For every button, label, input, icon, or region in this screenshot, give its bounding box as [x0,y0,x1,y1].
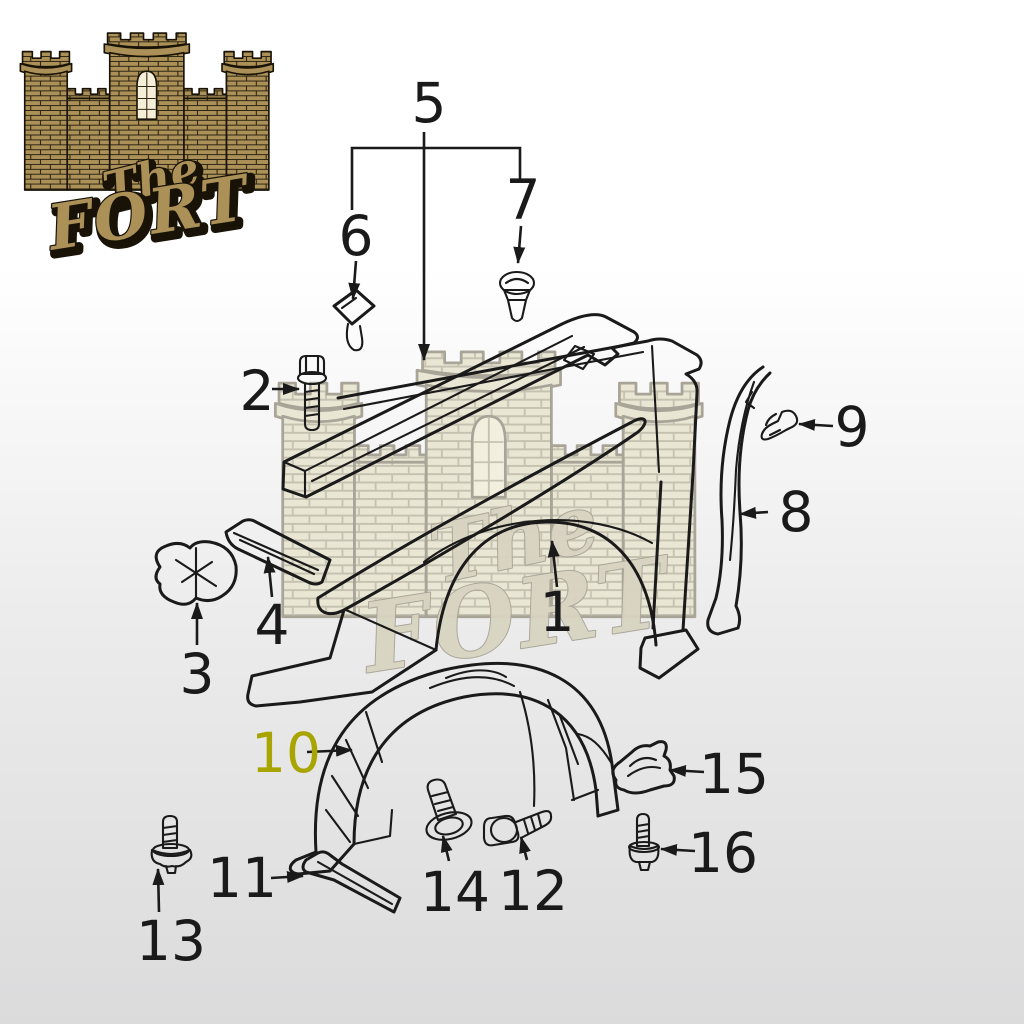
callout-16-arrow [660,843,696,856]
callout-7-label: 7 [506,168,541,232]
brand-logo-castle [19,32,275,191]
callout-6: 6 [339,204,374,300]
part-strip-11 [301,850,402,914]
part-clip-15 [611,740,676,795]
callout-3-label: 3 [180,642,215,706]
part-strip-4 [224,518,332,586]
callout-15-arrow [669,764,705,777]
callout-7: 7 [506,168,541,264]
part-bolt-14 [425,778,473,841]
callout-10-arrow [306,744,353,757]
callout-14-label: 14 [420,860,490,924]
part-rear-strip [706,365,772,636]
callout-14-arrow [440,835,453,862]
callout-9-arrow [798,418,834,431]
part-clip-7 [498,270,536,323]
callout-12: 12 [498,836,568,923]
callout-7-arrow [513,225,526,264]
callout-13-label: 13 [136,909,206,973]
callout-14: 14 [420,835,490,924]
part-bolt-16 [627,812,661,872]
callout-10-label: 10 [251,721,321,785]
callout-11-arrow [270,871,304,883]
callout-9-label: 9 [835,395,870,459]
callout-6-arrow [348,260,361,300]
callout-13: 13 [136,868,206,973]
callout-2: 2 [240,359,300,423]
watermark-castle [273,350,704,619]
callout-16-label: 16 [688,821,758,885]
callout-4-arrow [263,556,276,598]
callout-10: 10 [251,721,353,785]
callout-8-label: 8 [779,480,814,544]
callout-1-arrow [547,540,560,588]
part-screw-9 [760,409,799,441]
callout-9: 9 [798,395,870,459]
callout-8-arrow [739,506,769,519]
callout-11: 11 [207,846,304,910]
part-fender [246,337,703,708]
part-clip-13 [150,814,193,875]
callout-12-label: 12 [498,859,568,923]
callout-1-label: 1 [540,580,575,644]
callout-2-label: 2 [240,359,275,423]
callout-5: 5 [350,71,522,361]
callout-1: 1 [540,540,575,644]
callout-13-arrow [152,868,165,913]
callout-4-label: 4 [255,593,290,657]
callout-5-bracket [350,146,522,210]
callout-8: 8 [739,480,814,544]
callout-4: 4 [255,556,290,657]
callout-12-arrow [519,836,531,861]
part-bracket-3 [154,540,238,606]
callout-15-label: 15 [699,742,769,806]
part-fender-liner [288,661,620,876]
callout-15: 15 [669,742,769,806]
brand-logo: The The FORT FORT [19,32,275,273]
callout-3: 3 [180,602,215,706]
callout-16: 16 [660,821,758,885]
callout-11-label: 11 [207,846,277,910]
part-bolt-12 [482,810,553,847]
part-bolt-2 [296,354,328,432]
callout-5-label: 5 [412,71,447,135]
callout-6-label: 6 [339,204,374,268]
